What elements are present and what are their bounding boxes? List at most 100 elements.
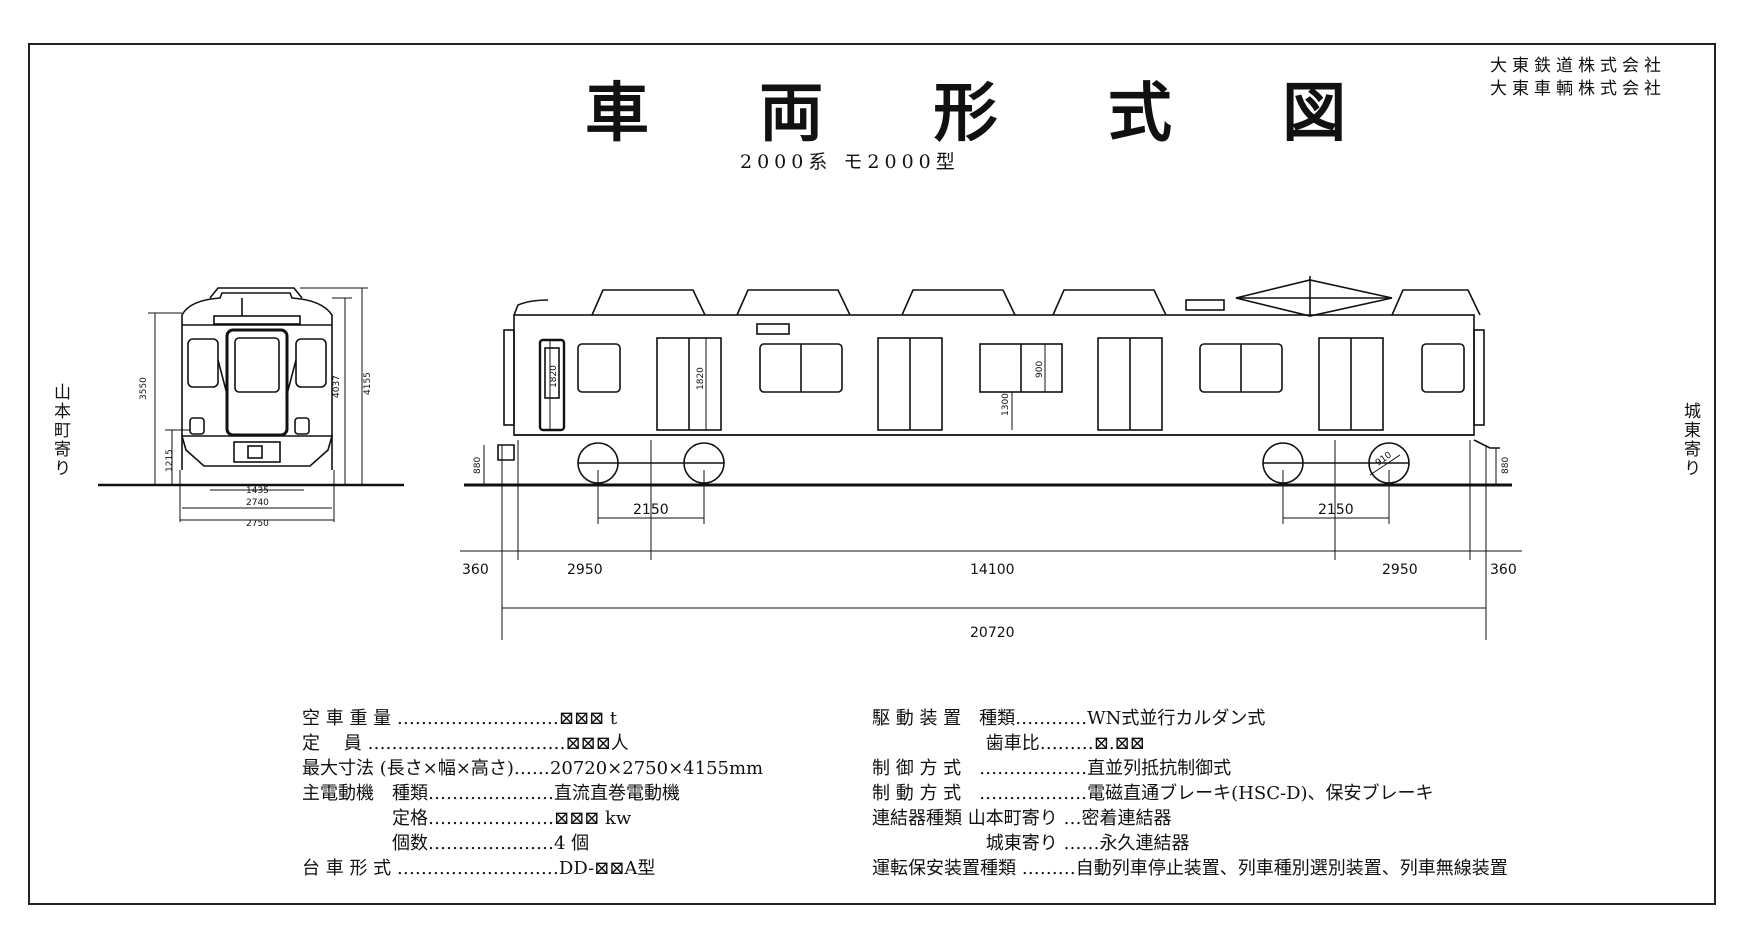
roof-cooler-3 <box>901 289 1016 316</box>
spec-value: 永久連結器 <box>1099 833 1190 854</box>
spec-value: 直流直巻電動機 <box>554 783 680 804</box>
spec-label: 歯車比……… <box>872 733 1094 754</box>
dim-front-3550: 3550 <box>139 377 149 400</box>
spec-value: DD-⊠⊠A型 <box>558 858 656 879</box>
spec-label: 空 車 重 量 ……………………… <box>302 708 559 729</box>
page-subtitle: 2000系 モ2000型 <box>740 151 960 173</box>
front-door-window <box>234 337 280 393</box>
coupler-right <box>1473 439 1500 449</box>
spec-row: 駆 動 装 置 種類…………WN式並行カルダン式 <box>872 706 1508 731</box>
spec-row: 台 車 形 式 ………………………DD-⊠⊠A型 <box>302 856 763 881</box>
direction-left-label: 山本町寄り <box>50 383 70 478</box>
front-window-left <box>187 338 219 388</box>
cab-door <box>538 338 566 432</box>
roof-box <box>1185 299 1225 311</box>
spec-row: 定格…………………⊠⊠⊠ kw <box>302 806 763 831</box>
dim-coupler-right: 880 <box>1501 457 1511 474</box>
side-doors <box>656 337 1384 431</box>
dim-bogie-centers: 14100 <box>970 562 1015 578</box>
spec-label: 連結器種類 山本町寄り … <box>872 808 1082 829</box>
front-lamp-right <box>294 417 310 435</box>
spec-label: 駆 動 装 置 種類………… <box>872 708 1088 729</box>
spec-label: 運転保安装置種類 ……… <box>872 858 1076 879</box>
front-body-outline <box>181 292 333 470</box>
spec-value: 直並列抵抗制御式 <box>1087 758 1232 779</box>
side-view <box>460 276 1522 640</box>
end-diaphragm-right <box>1473 329 1485 426</box>
front-wiper-left <box>217 359 229 399</box>
front-window-right <box>295 338 327 388</box>
spec-value: ⊠.⊠⊠ <box>1093 733 1145 754</box>
coupler-left <box>497 444 515 461</box>
cab-door-window <box>544 347 560 399</box>
front-view <box>98 287 404 522</box>
dim-total-length: 20720 <box>970 625 1015 641</box>
dim-front-1215: 1215 <box>165 449 175 472</box>
spec-row: 制 動 方 式 ………………電磁直通ブレーキ(HSC-D)、保安ブレーキ <box>872 781 1508 806</box>
front-destination-sign <box>213 315 301 325</box>
front-coupler-head <box>247 445 263 459</box>
dim-door-height-2: 1820 <box>696 367 706 390</box>
side-window-1 <box>577 343 621 393</box>
dim-front-4155: 4155 <box>363 372 373 395</box>
spec-row: 制 御 方 式 ………………直並列抵抗制御式 <box>872 756 1508 781</box>
front-wiper-right <box>285 359 297 399</box>
dim-front-2750: 2750 <box>246 519 269 529</box>
drawing-frame <box>28 43 1716 905</box>
dim-window-sill: 1300 <box>1001 393 1011 416</box>
spec-value: 自動列車停止装置、列車種別選別装置、列車無線装置 <box>1075 858 1508 879</box>
roof-cooler-1 <box>591 289 706 316</box>
company-block: 大東鉄道株式会社 大東車輌株式会社 <box>1490 55 1666 101</box>
spec-row: 運転保安装置種類 ………自動列車停止装置、列車種別選別装置、列車無線装置 <box>872 856 1508 881</box>
company-name-2: 大東車輌株式会社 <box>1490 79 1666 99</box>
side-destination-sign <box>756 323 790 335</box>
spec-row: 城東寄り ……永久連結器 <box>872 831 1508 856</box>
company-name-1: 大東鉄道株式会社 <box>1490 56 1666 76</box>
spec-row: 最大寸法 (長さ×幅×高さ)……20720×2750×4155mm <box>302 756 763 781</box>
car-body <box>513 314 1475 436</box>
dim-window-height: 900 <box>1035 361 1045 378</box>
dim-overhang-left: 360 <box>462 562 489 578</box>
spec-label: 定格………………… <box>302 808 554 829</box>
spec-label: 主電動機 種類………………… <box>302 783 554 804</box>
dim-coupler-left: 880 <box>473 457 483 474</box>
spec-value: 4 個 <box>554 833 590 854</box>
roof-coolers <box>591 289 1481 316</box>
direction-right-label: 城東寄り <box>1680 402 1700 478</box>
front-roof-line <box>209 287 303 299</box>
roof-cooler-4 <box>1052 289 1167 316</box>
dim-overhang-right: 360 <box>1490 562 1517 578</box>
spec-value: 電磁直通ブレーキ(HSC-D)、保安ブレーキ <box>1087 783 1434 804</box>
spec-table-left: 空 車 重 量 ………………………⊠⊠⊠ t 定 員 ……………………………⊠⊠… <box>302 706 763 881</box>
spec-row: 連結器種類 山本町寄り …密着連結器 <box>872 806 1508 831</box>
spec-value: 密着連結器 <box>1081 808 1172 829</box>
spec-row: 個数…………………4 個 <box>302 831 763 856</box>
dim-end-bogie-right: 2950 <box>1382 562 1418 578</box>
front-door <box>225 328 289 437</box>
spec-value: ⊠⊠⊠ kw <box>554 808 632 829</box>
spec-row: 歯車比………⊠.⊠⊠ <box>872 731 1508 756</box>
dim-bogie-right: 2150 <box>1318 502 1354 518</box>
spec-label: 個数………………… <box>302 833 554 854</box>
spec-value: ⊠⊠⊠ t <box>558 708 618 729</box>
dim-front-2740: 2740 <box>246 498 269 508</box>
spec-row: 主電動機 種類…………………直流直巻電動機 <box>302 781 763 806</box>
spec-label: 最大寸法 (長さ×幅×高さ)…… <box>302 758 550 779</box>
spec-label: 定 員 …………………………… <box>302 733 566 754</box>
front-coupler <box>233 441 281 463</box>
spec-value: 20720×2750×4155mm <box>549 758 764 779</box>
roof-cooler-5 <box>1391 289 1481 316</box>
spec-table-right: 駆 動 装 置 種類…………WN式並行カルダン式 歯車比………⊠.⊠⊠ 制 御 … <box>872 706 1508 881</box>
spec-value: ⊠⊠⊠人 <box>565 733 629 754</box>
front-skirt <box>180 435 334 467</box>
dim-end-bogie-left: 2950 <box>567 562 603 578</box>
dim-front-4037: 4037 <box>332 375 342 398</box>
dim-door-height-1: 1820 <box>549 365 559 388</box>
dim-front-1435: 1435 <box>246 486 269 496</box>
roof-cooler-2 <box>736 289 851 316</box>
end-diaphragm-left <box>503 329 515 426</box>
front-lamp-left <box>189 417 205 435</box>
spec-value: WN式並行カルダン式 <box>1087 708 1266 729</box>
side-window-5 <box>1421 343 1465 393</box>
